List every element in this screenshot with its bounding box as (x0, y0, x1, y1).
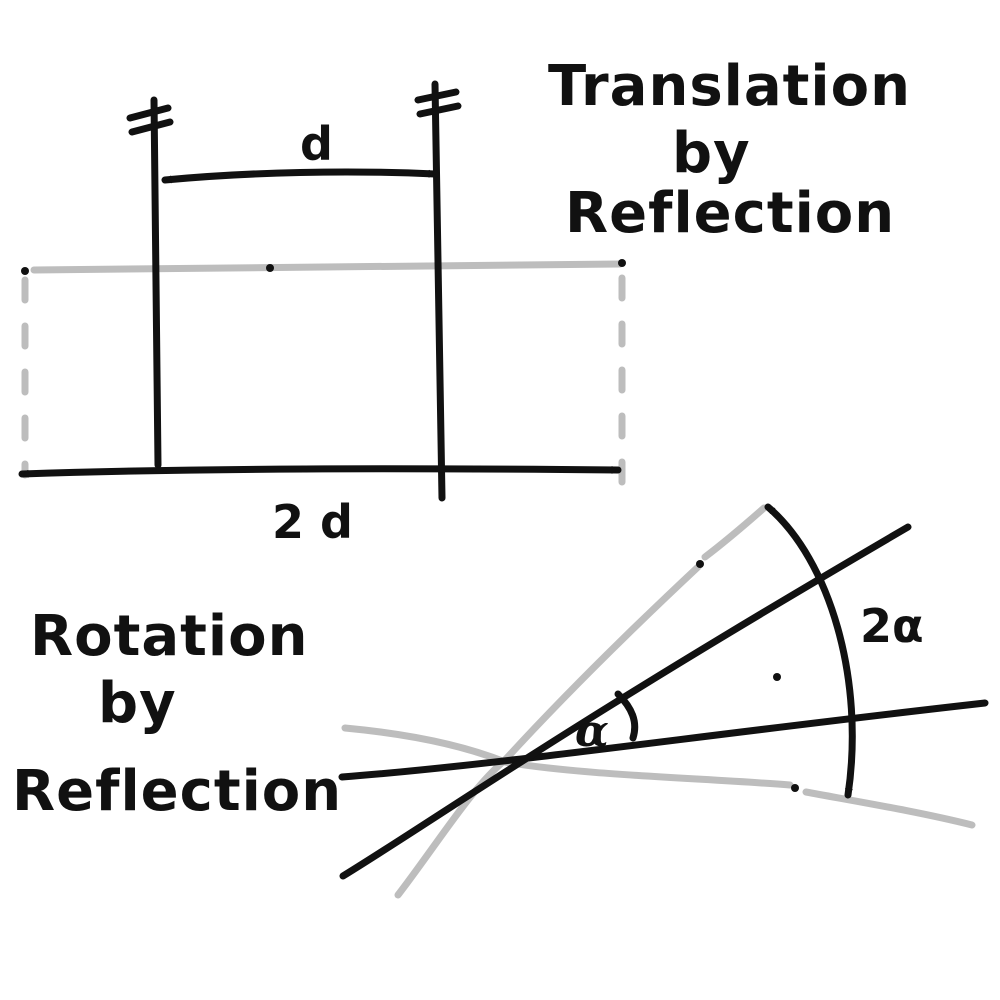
rotation-rotated-point (696, 560, 704, 568)
translation-diagram: d 2 d Translation by Reflection (18, 54, 911, 549)
rotation-gray-rotated (394, 563, 702, 899)
translation-left-point (21, 267, 29, 275)
rotation-title-line-3: Reflection (12, 759, 342, 824)
angle-alpha-label: α (575, 706, 609, 757)
rotation-center-point (773, 673, 781, 681)
translation-gray-segment (30, 260, 624, 274)
rotation-gray-original-end (802, 788, 976, 829)
rotation-title-line-2: by (98, 671, 177, 736)
mirror-line-left (150, 96, 162, 469)
distance-d-arrow (161, 168, 439, 184)
translation-middle-point (266, 264, 274, 272)
distance-2d-label: 2 d (272, 495, 353, 549)
rotation-mirror-line-1 (338, 699, 989, 781)
rotation-original-point (791, 784, 799, 792)
rotation-diagram: α 2α Rotation by Reflection (12, 503, 989, 899)
distance-2d-arrow (18, 465, 622, 478)
mirror-line-right (431, 80, 446, 502)
parallel-mark-left (126, 104, 174, 136)
angle-2alpha-label: 2α (860, 599, 924, 653)
angle-alpha-arc (614, 690, 639, 742)
parallel-mark-right (414, 88, 462, 118)
translation-title-line-1: Translation (548, 54, 911, 119)
distance-d-label: d (300, 117, 333, 171)
translation-title-line-2: by (672, 121, 751, 186)
rotation-title-line-1: Rotation (30, 604, 308, 669)
translation-right-point (618, 259, 626, 267)
translation-title-line-3: Reflection (565, 181, 895, 246)
rotation-gray-rotated-end (701, 504, 768, 561)
angle-2alpha-arc (764, 503, 856, 799)
